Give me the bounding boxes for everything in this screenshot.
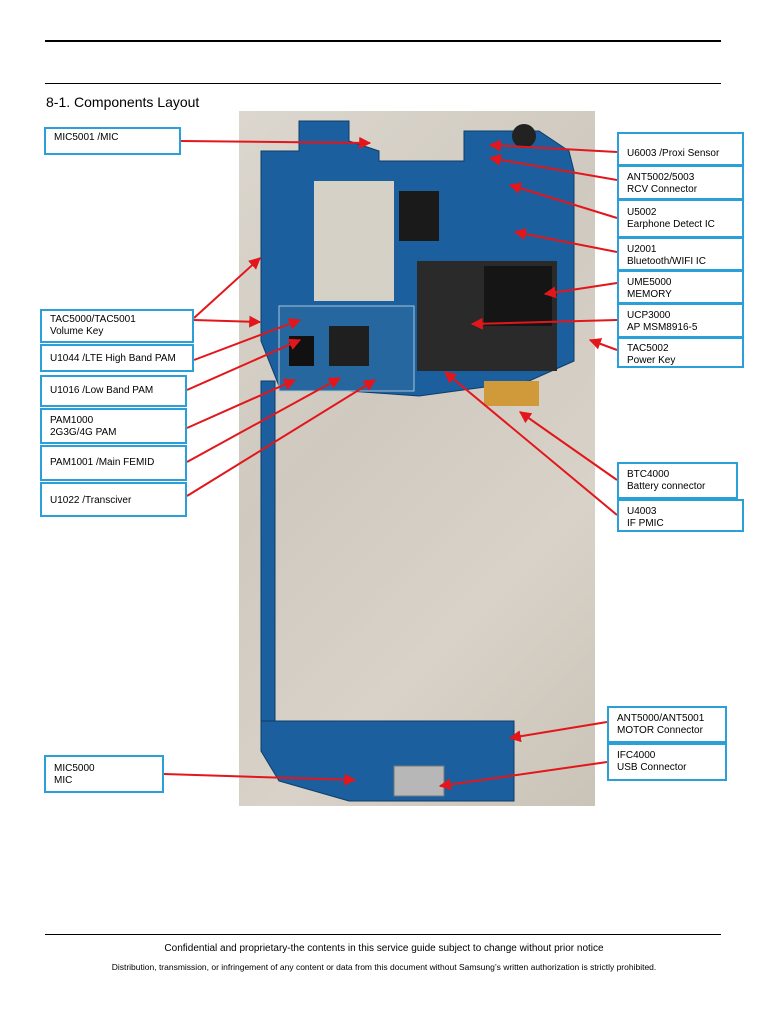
arrow-ant5002 bbox=[488, 153, 618, 181]
callout-pam1001-line1: PAM1001 /Main FEMID bbox=[50, 457, 155, 468]
header-rule-bottom bbox=[45, 83, 721, 84]
arrow-btc4000 bbox=[519, 411, 618, 481]
header-rule-top bbox=[45, 40, 721, 42]
callout-u5002: U5002 Earphone Detect IC bbox=[617, 199, 744, 238]
callout-mic5000-line2: MIC bbox=[54, 775, 73, 786]
callout-tac5002-line1: TAC5002 bbox=[627, 343, 669, 354]
arrow-tac5000-a bbox=[193, 257, 261, 319]
callout-ant5002: ANT5002/5003 RCV Connector bbox=[617, 165, 744, 200]
callout-u4003-line2: IF PMIC bbox=[627, 518, 664, 529]
arrow-u1044 bbox=[193, 318, 302, 361]
footer-rule bbox=[45, 934, 721, 935]
callout-u1022-line1: U1022 /Transciver bbox=[50, 495, 132, 506]
rf-chip-b bbox=[329, 326, 369, 366]
section-title: 8-1. Components Layout bbox=[46, 94, 200, 110]
callout-tac5000-line1: TAC5000/TAC5001 bbox=[50, 314, 136, 325]
callout-ucp3000-line1: UCP3000 bbox=[627, 310, 671, 321]
callout-ifc4000-line2: USB Connector bbox=[617, 762, 687, 773]
callout-u2001-line2: Bluetooth/WIFI IC bbox=[627, 256, 706, 267]
arrow-u1022 bbox=[186, 379, 377, 497]
callout-tac5002: TAC5002 Power Key bbox=[617, 337, 744, 368]
arrow-pam1001 bbox=[186, 377, 342, 463]
callout-u1016-line1: U1016 /Low Band PAM bbox=[50, 385, 154, 396]
arrow-ant5000 bbox=[508, 721, 608, 743]
camera-module bbox=[399, 191, 439, 241]
callout-pam1001: PAM1001 /Main FEMID bbox=[40, 445, 187, 481]
callout-ucp3000: UCP3000 AP MSM8916-5 bbox=[617, 303, 744, 338]
callout-btc4000-line2: Battery connector bbox=[627, 481, 706, 492]
callout-pam1000: PAM1000 2G3G/4G PAM bbox=[40, 408, 187, 444]
callout-ant5000-line2: MOTOR Connector bbox=[617, 725, 703, 736]
pcb-camera-cutout bbox=[314, 181, 394, 301]
callout-ifc4000: IFC4000 USB Connector bbox=[607, 743, 727, 781]
callout-u6003-line1: U6003 /Proxi Sensor bbox=[627, 148, 720, 159]
callout-u6003: U6003 /Proxi Sensor bbox=[617, 132, 744, 166]
callout-tac5000: TAC5000/TAC5001 Volume Key bbox=[40, 309, 194, 343]
callout-u4003: U4003 IF PMIC bbox=[617, 499, 744, 532]
arrow-u5002 bbox=[508, 182, 618, 219]
callout-u1016: U1016 /Low Band PAM bbox=[40, 375, 187, 407]
callout-ume5000-line2: MEMORY bbox=[627, 289, 672, 300]
callout-pam1000-line1: PAM1000 bbox=[50, 415, 94, 426]
arrow-tac5000-b bbox=[193, 315, 262, 328]
battery-connector bbox=[484, 381, 539, 406]
usb-connector bbox=[393, 765, 445, 797]
callout-ant5000-line1: ANT5000/ANT5001 bbox=[617, 713, 705, 724]
footer-distribution: Distribution, transmission, or infringem… bbox=[111, 962, 657, 972]
callout-u4003-line1: U4003 bbox=[627, 506, 657, 517]
arrow-mic5000 bbox=[163, 773, 357, 786]
callout-mic5000-line1: MIC5000 bbox=[54, 763, 95, 774]
arrow-u1016 bbox=[186, 338, 302, 391]
arrow-u4003 bbox=[444, 371, 618, 516]
arrow-ume5000 bbox=[543, 282, 618, 299]
arrow-tac5002 bbox=[588, 338, 618, 351]
callout-tac5000-line2: Volume Key bbox=[50, 326, 104, 337]
callout-ucp3000-line2: AP MSM8916-5 bbox=[627, 322, 698, 333]
callout-u1022: U1022 /Transciver bbox=[40, 482, 187, 517]
callout-mic5001: MIC5001 /MIC bbox=[44, 127, 181, 155]
callout-ume5000: UME5000 MEMORY bbox=[617, 270, 744, 304]
callout-tac5002-line2: Power Key bbox=[627, 355, 676, 366]
arrow-mic5001 bbox=[180, 136, 372, 149]
callout-mic5000: MIC5000 MIC bbox=[44, 755, 164, 793]
callout-btc4000: BTC4000 Battery connector bbox=[617, 462, 738, 499]
callout-ant5002-line1: ANT5002/5003 bbox=[627, 172, 695, 183]
ap-chip bbox=[484, 266, 552, 326]
callout-u2001-line1: U2001 bbox=[627, 244, 657, 255]
callout-ifc4000-line1: IFC4000 bbox=[617, 750, 656, 761]
arrow-ucp3000 bbox=[470, 317, 618, 330]
callout-btc4000-line1: BTC4000 bbox=[627, 469, 670, 480]
callout-ume5000-line1: UME5000 bbox=[627, 277, 672, 288]
callout-ant5000: ANT5000/ANT5001 MOTOR Connector bbox=[607, 706, 727, 743]
arrow-u6003 bbox=[488, 139, 618, 153]
callout-u2001: U2001 Bluetooth/WIFI IC bbox=[617, 237, 744, 271]
arrow-u2001 bbox=[513, 228, 618, 253]
arrow-ifc4000 bbox=[438, 761, 608, 791]
arrow-pam1000 bbox=[186, 378, 297, 429]
callout-pam1000-line2: 2G3G/4G PAM bbox=[50, 427, 117, 438]
callout-mic5001-line1: MIC5001 /MIC bbox=[54, 132, 119, 143]
earpiece bbox=[512, 124, 536, 148]
callout-u5002-line2: Earphone Detect IC bbox=[627, 219, 715, 230]
callout-ant5002-line2: RCV Connector bbox=[627, 184, 698, 195]
callout-u1044-line1: U1044 /LTE High Band PAM bbox=[50, 353, 176, 364]
footer-confidential: Confidential and proprietary-the content… bbox=[164, 943, 604, 954]
callout-u1044: U1044 /LTE High Band PAM bbox=[40, 344, 194, 372]
callout-u5002-line1: U5002 bbox=[627, 207, 657, 218]
